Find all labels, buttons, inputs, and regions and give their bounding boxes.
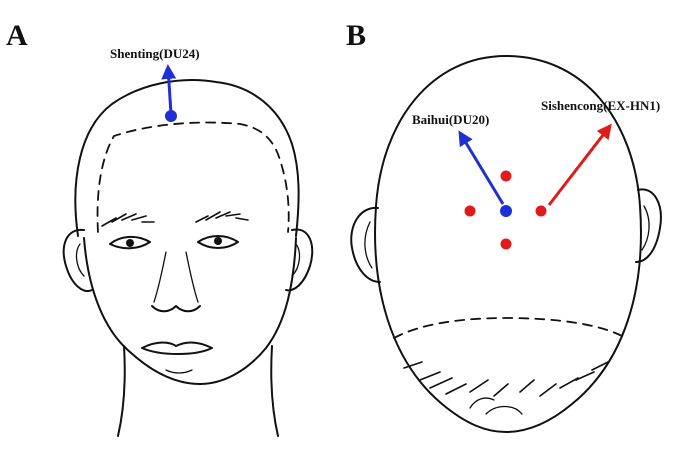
top-head-outline	[374, 55, 642, 433]
front-left-pupil	[126, 239, 134, 247]
front-neck-right	[270, 345, 279, 437]
front-right-pupil	[214, 237, 222, 245]
front-hairline	[96, 121, 290, 233]
front-face-jawline	[83, 237, 297, 385]
front-left-eye	[109, 236, 151, 250]
baihui-label: Baihui(DU20)	[412, 112, 489, 127]
front-left-eyebrow	[101, 213, 155, 227]
panel-b-letter: B	[346, 19, 366, 52]
top-nape-curl	[469, 397, 523, 415]
panel-a-letter: A	[6, 19, 28, 52]
panel-a: A Shenting(DU24)	[6, 19, 314, 437]
shenting-label: Shenting(DU24)	[110, 46, 200, 61]
top-right-ear-inner	[641, 205, 650, 251]
sishencong-point-right	[535, 205, 547, 217]
baihui-point	[500, 205, 512, 217]
front-chin	[165, 369, 193, 374]
front-right-eyebrow	[195, 211, 249, 223]
front-nose-bridge	[153, 251, 199, 303]
top-left-ear-inner	[364, 221, 373, 269]
front-head-outline	[74, 79, 300, 237]
sishencong-point-left	[464, 205, 476, 217]
top-left-ear	[350, 206, 381, 283]
panel-b: B Baihui(DU20) Sishencong(EX-HN1)	[346, 19, 662, 433]
shenting-arrow	[161, 64, 177, 115]
front-right-eye	[197, 235, 239, 249]
sishencong-label: Sishencong(EX-HN1)	[541, 98, 660, 113]
sishencong-point-back	[500, 238, 512, 250]
front-nose-tip	[151, 305, 201, 313]
top-right-ear	[635, 188, 662, 263]
top-hair-tufts	[403, 361, 609, 397]
sishencong-point-front	[500, 170, 512, 182]
baihui-arrow	[458, 130, 505, 205]
sishencong-arrow	[547, 123, 612, 206]
front-left-ear-inner	[75, 243, 85, 277]
front-left-ear	[62, 228, 93, 292]
shenting-point	[165, 110, 177, 122]
front-mouth	[141, 341, 213, 355]
front-neck-left	[117, 345, 126, 437]
front-right-ear-inner	[291, 243, 301, 277]
top-hair-edge	[393, 317, 623, 339]
front-right-ear	[285, 228, 314, 292]
